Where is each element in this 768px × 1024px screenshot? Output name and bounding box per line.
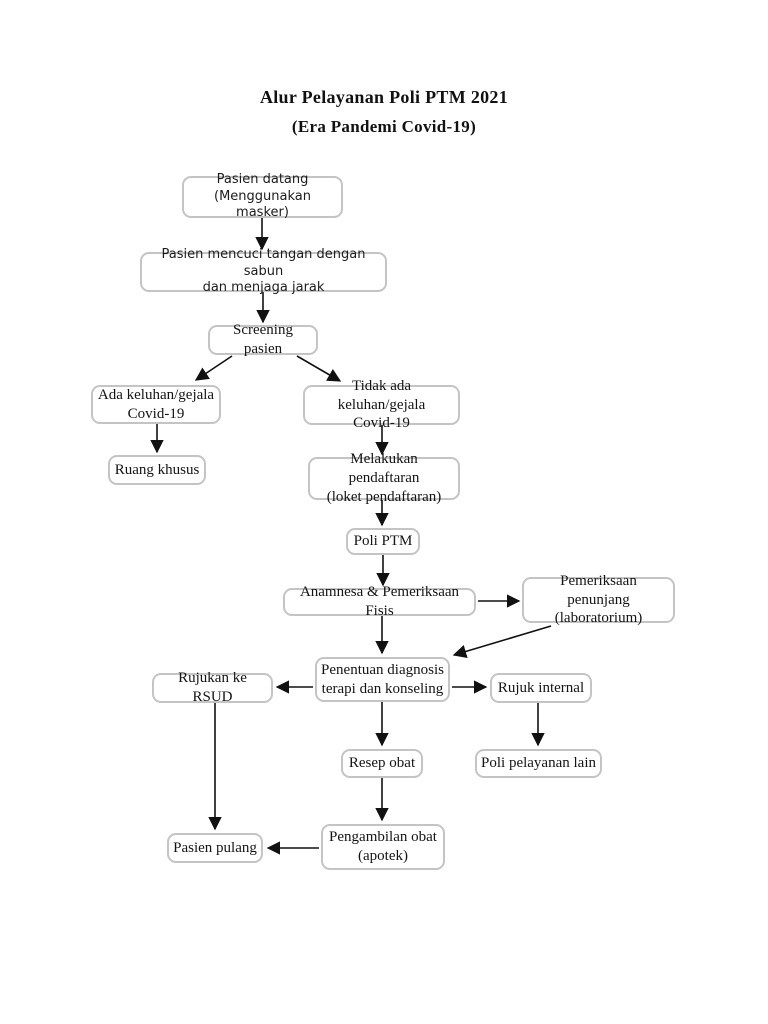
node-screening-pasien: Screening pasien (208, 322, 318, 357)
node-pemeriksaan-penunjang: Pemeriksaan penunjang (laboratorium) (522, 573, 675, 626)
page-title: Alur Pelayanan Poli PTM 2021 (259, 87, 509, 107)
page-subtitle: (Era Pandemi Covid-19) (291, 117, 477, 136)
node-tidak-ada-keluhan: Tidak ada keluhan/gejala Covid-19 (303, 378, 460, 431)
node-pasien-pulang: Pasien pulang (167, 833, 263, 863)
node-cuci-tangan: Pasien mencuci tangan dengan sabun dan m… (140, 247, 387, 295)
arrow-lab-to-penentuan (452, 625, 552, 659)
arrow-screening-to-ada-keluhan (194, 355, 233, 381)
node-anamnesa: Anamnesa & Pemeriksaan Fisis (283, 584, 476, 619)
node-melakukan-pendaftaran: Melakukan pendaftaran (loket pendaftaran… (308, 451, 460, 505)
node-pasien-datang: Pasien datang (Menggunakan masker) (182, 172, 343, 220)
node-ruang-khusus: Ruang khusus (108, 455, 206, 485)
node-ada-keluhan: Ada keluhan/gejala Covid-19 (91, 385, 221, 424)
node-poli-pelayanan-lain: Poli pelayanan lain (475, 749, 602, 778)
node-penentuan-diagnosis: Penentuan diagnosis terapi dan konseling (315, 657, 450, 702)
node-rujuk-internal: Rujuk internal (490, 673, 592, 703)
node-pengambilan-obat: Pengambilan obat (apotek) (321, 824, 445, 870)
node-rujukan-rsud: Rujukan ke RSUD (152, 670, 273, 705)
node-resep-obat: Resep obat (341, 749, 423, 778)
node-poli-ptm: Poli PTM (346, 528, 420, 555)
